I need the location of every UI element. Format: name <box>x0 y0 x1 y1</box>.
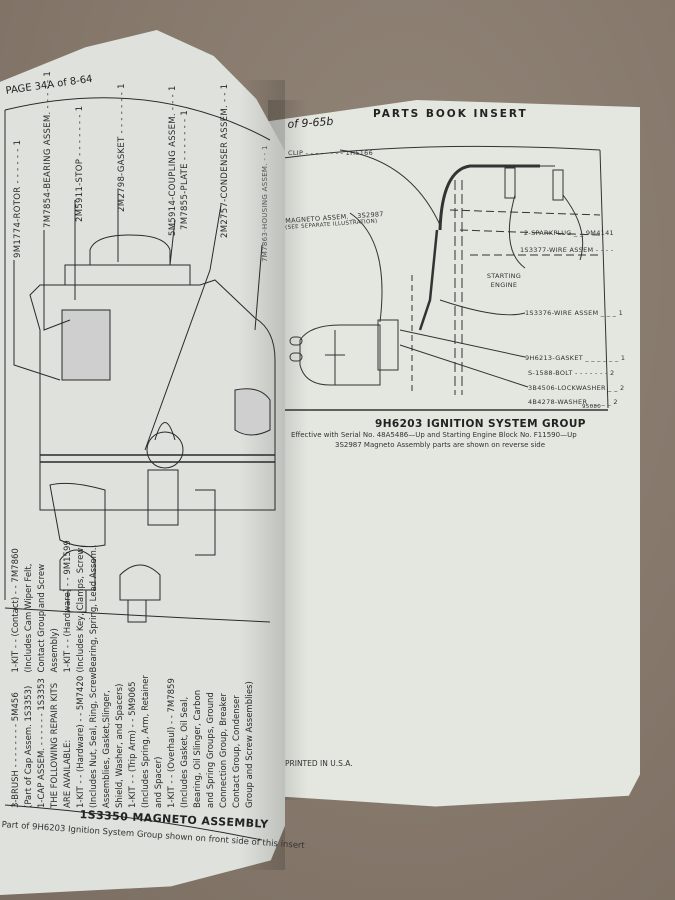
kit-list-line: Assembly) <box>50 628 60 673</box>
callout-sparkplug: 2-SPARKPLUG _ _ 9M4141 <box>524 229 614 237</box>
kit-list-line: Bearing, Oil Slinger, Carbon <box>193 689 203 808</box>
leader-clip <box>339 149 441 226</box>
kit-list-top-border <box>4 607 271 623</box>
sparkplug-left <box>504 167 516 199</box>
kit-list-line: 3-BRUSH - - - - - - - - 5M456 <box>11 692 21 808</box>
kit-list-line: Connection Group, Breaker <box>219 693 229 808</box>
callout-housing-assem: 7M7863-HOUSING ASSEM. - - 1 <box>261 145 269 262</box>
kit-list-line: 1-KIT - - (Trip Arm) - - 5M9065 <box>128 681 138 808</box>
right-caption-line2: 3S2987 Magneto Assembly parts are shown … <box>335 441 546 449</box>
kit-list-line: (Includes Spring, Arm, Retainer <box>141 675 151 808</box>
callout-stop: 2M5911-STOP - - - - - - - 1 <box>75 105 85 222</box>
kit-list-line: (Includes Gasket, Oil Seal, <box>180 696 190 808</box>
terminal-left <box>59 549 96 591</box>
callout-plate: 7M7855-PLATE - - - - - - - 1 <box>180 109 190 230</box>
kit-list-line: 1-KIT - - (Contact) - - 7M7860 <box>11 548 21 673</box>
kit-list-line: THE FOLLOWING REPAIR KITS <box>50 682 60 808</box>
kit-list-line: (Part of Cap Assem. 1S3353) <box>24 685 34 808</box>
left-page-curve-shadow <box>240 80 285 870</box>
kit-list-line: 1-CAP ASSEM. - - - - - - 1S3353 <box>37 678 47 808</box>
callout-lockwasher: 3B4506-LOCKWASHER _ _ 2 <box>528 384 625 392</box>
callout-clip: CLIP - - - - - - - - 1H5166 <box>288 149 374 157</box>
kit-list-line: 1-KIT - - (Overhaul) - - 7M7859 <box>167 678 177 808</box>
repair-kit-list: 3-BRUSH - - - - - - - - 5M456(Part of Ca… <box>10 540 260 808</box>
right-caption-line1: Effective with Serial No. 48A5486—Up and… <box>291 431 577 439</box>
leader-magneto <box>349 212 383 323</box>
callout-wire-1s3376: 1S3376-WIRE ASSEM _ _ _ 1 <box>525 309 623 317</box>
magneto-housing <box>29 279 276 511</box>
kit-list-line: and Spacer) <box>154 756 164 808</box>
kit-list-line: 1-KIT - - (Hardware) - - 5M7420 <box>76 675 86 808</box>
kit-list-line: Contact Group and Screw <box>37 563 47 673</box>
magneto-cap-base <box>64 264 191 286</box>
kit-list-line: (Includes Cam Wiper Felt, <box>24 563 34 673</box>
kit-list-line: Group and Screw Assemblies) <box>245 681 255 808</box>
leader-gasket <box>399 329 526 358</box>
leader-sparkplug <box>508 194 526 269</box>
kit-list-line: ARE AVAILABLE: <box>63 739 73 808</box>
callout-bolt: S-1588-BOLT - - - - - - - 2 <box>528 369 615 377</box>
callout-gasket: 2M2798-GASKET - - - - - - - 1 <box>117 83 127 212</box>
callout-washer: 4B4278-WASHER _ _ _ _ 2 <box>528 398 618 406</box>
kit-list-line: and Spring Groups, Ground <box>206 692 216 808</box>
leader-wire-1s3376 <box>439 299 526 316</box>
sparkplug-right <box>552 169 564 201</box>
kit-list-line: (Includes Key, Clamps, Screw, <box>76 545 86 673</box>
starting-engine-label: STARTING ENGINE <box>486 272 522 289</box>
leader-bolt <box>399 344 529 388</box>
kit-list-line: Shield, Washer, and Spacers) <box>115 683 125 808</box>
callout-gasket: 9H6213-GASKET _ _ _ _ _ _ 1 <box>525 354 626 362</box>
kit-list-line: (Includes Nut, Seal, Ring, Screw <box>89 672 99 808</box>
right-caption-title: 9H6203 IGNITION SYSTEM GROUP <box>375 418 586 430</box>
kit-list-bottom-border <box>4 804 263 841</box>
figure-number: 95080 <box>582 404 601 410</box>
printed-in-usa: PRINTED IN U.S.A. <box>285 759 353 768</box>
kit-list-line: Contact Group, Condenser <box>232 695 242 808</box>
diagram-top-border <box>282 145 601 159</box>
magneto-flange <box>377 319 399 371</box>
callout-rotor: 9M1774-ROTOR - - - - - - 1 <box>13 139 23 258</box>
wire-tube <box>438 164 540 231</box>
right-page <box>268 100 640 807</box>
callout-coupling-assem: 5M5914-COUPLING ASSEM. - - - 1 <box>168 85 178 236</box>
callout-condenser-assem: 2M2757-CONDENSER ASSEM. - - 1 <box>220 83 230 238</box>
kit-list-line: Bearing, Spring, Lead Assem., <box>89 544 99 673</box>
diagram-right-border <box>599 149 609 409</box>
callout-wire-1s3377: 1S3377-WIRE ASSEM - - - - <box>520 246 614 254</box>
terminal-center <box>119 564 161 601</box>
kit-list-line: 1-KIT - - (Hardware) - - 9M1599 <box>63 540 73 673</box>
callout-border-top <box>4 97 271 141</box>
right-page-header: PARTS BOOK INSERT <box>373 108 528 120</box>
magneto-body <box>299 324 381 386</box>
callout-bearing-assem: 7M7854-BEARING ASSEM. - - - - - 1 <box>43 70 53 228</box>
kit-list-line: Assemblies, Gasket,Slinger, <box>102 690 112 808</box>
drive-coupling <box>146 431 184 469</box>
